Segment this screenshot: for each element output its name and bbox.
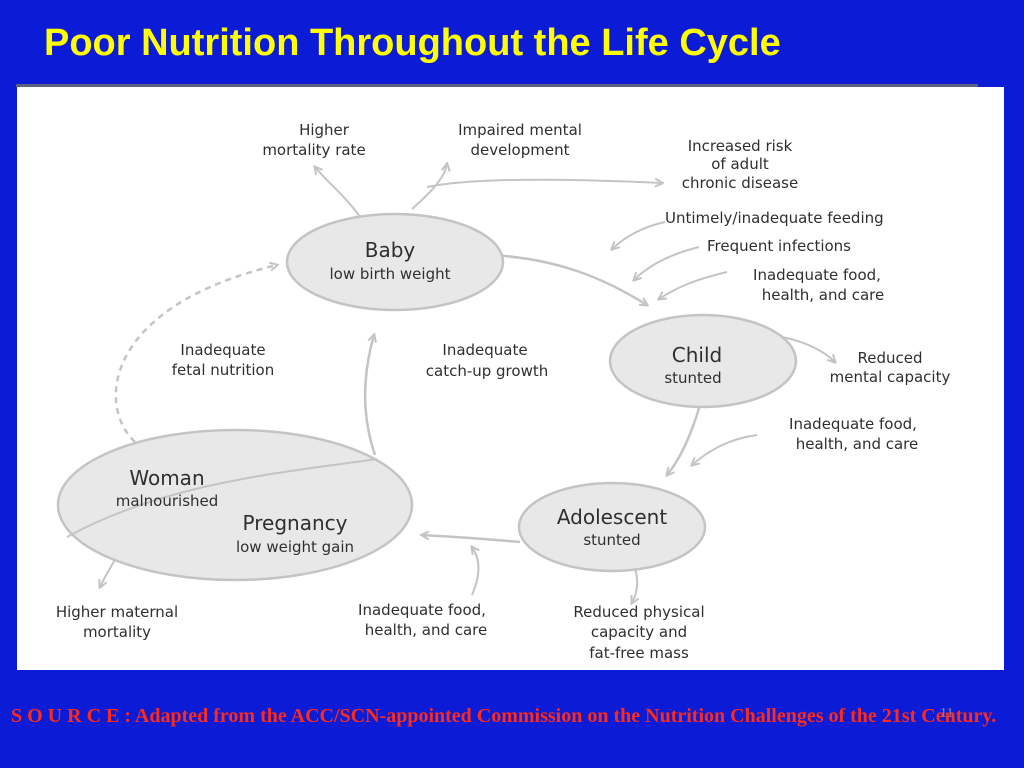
cycle-arrows: [114, 253, 702, 544]
outcome-higher-mortality: Higher mortality rate: [262, 121, 365, 159]
arrow-from-inadequate-care-pregnancy: [472, 547, 478, 596]
node-pregnancy-title: Pregnancy: [243, 511, 348, 535]
node-child-title: Child: [672, 343, 722, 367]
svg-text:Higher: Higher: [299, 121, 350, 139]
outcome-reduced-mental: Reduced mental capacity: [830, 349, 951, 386]
arrow-adolescent-to-pregnancy: [422, 535, 521, 544]
outcome-impaired-development: Impaired mental development: [458, 121, 582, 159]
svg-text:Higher maternal: Higher maternal: [56, 603, 178, 621]
svg-text:mental capacity: mental capacity: [830, 368, 951, 386]
woman-pregnancy-divider: [66, 458, 378, 538]
arrow-woman-to-baby: [363, 335, 375, 456]
node-child-subtitle: stunted: [664, 369, 721, 387]
arrow-fetal-nutrition: [114, 265, 277, 443]
arrow-to-reduced-mental: [781, 336, 835, 362]
factor-inadequate-care-child: Inadequate food, health, and care: [753, 266, 884, 304]
svg-text:development: development: [471, 141, 570, 159]
svg-text:Reduced physical: Reduced physical: [573, 603, 704, 621]
arrow-from-inadequate-care-adolescent: [692, 434, 758, 465]
svg-text:Impaired mental: Impaired mental: [458, 121, 582, 139]
svg-text:fat-free mass: fat-free mass: [589, 644, 689, 662]
node-baby-subtitle: low birth weight: [330, 265, 451, 283]
source-note: S O U R C E : Adapted from the ACC/SCN-a…: [11, 705, 997, 727]
svg-text:chronic disease: chronic disease: [682, 174, 798, 192]
factor-catch-up-growth: Inadequate catch-up growth: [426, 341, 548, 380]
node-baby-title: Baby: [365, 238, 416, 262]
arrow-child-to-adolescent: [667, 404, 702, 475]
arrow-to-chronic-disease: [426, 180, 662, 188]
svg-text:Inadequate: Inadequate: [442, 341, 527, 359]
svg-text:health, and care: health, and care: [762, 286, 885, 304]
node-woman-pregnancy: Woman malnourished Pregnancy low weight …: [56, 428, 414, 582]
svg-text:catch-up growth: catch-up growth: [426, 362, 548, 380]
svg-text:health, and care: health, and care: [796, 435, 919, 453]
arrow-to-reduced-physical: [632, 568, 637, 603]
outcome-reduced-physical: Reduced physical capacity and fat-free m…: [573, 603, 704, 662]
node-adolescent-title: Adolescent: [557, 505, 668, 529]
svg-text:health, and care: health, and care: [365, 621, 488, 639]
node-pregnancy-subtitle: low weight gain: [236, 538, 354, 556]
svg-text:Reduced: Reduced: [857, 349, 922, 367]
slide-number: 11: [940, 706, 954, 721]
outcome-maternal-mortality: Higher maternal mortality: [56, 603, 178, 641]
svg-text:capacity and: capacity and: [591, 623, 687, 641]
slide-title: Poor Nutrition Throughout the Life Cycle: [44, 22, 781, 64]
arrow-baby-to-child: [491, 253, 647, 305]
svg-text:mortality: mortality: [83, 623, 151, 641]
arrow-from-inadequate-care-child: [659, 271, 728, 299]
title-divider: [16, 84, 978, 87]
factor-inadequate-care-pregnancy: Inadequate food, health, and care: [358, 601, 487, 639]
svg-text:Increased risk: Increased risk: [688, 137, 793, 155]
node-adolescent: Adolescent stunted: [517, 481, 707, 573]
life-cycle-diagram: Baby low birth weight Child stunted Adol…: [56, 121, 951, 662]
arrow-to-higher-mortality: [315, 167, 363, 221]
node-woman-subtitle: malnourished: [116, 492, 219, 510]
node-child: Child stunted: [608, 313, 798, 409]
svg-text:Inadequate: Inadequate: [180, 341, 265, 359]
factor-untimely-feeding: Untimely/inadequate feeding: [665, 209, 884, 227]
factor-frequent-infections: Frequent infections: [707, 237, 851, 255]
arrow-to-impaired-development: [411, 164, 447, 210]
node-baby: Baby low birth weight: [285, 212, 505, 312]
node-adolescent-subtitle: stunted: [583, 531, 640, 549]
arrow-from-untimely-feeding: [612, 221, 666, 249]
factor-inadequate-care-adolescent: Inadequate food, health, and care: [789, 415, 918, 453]
arrow-from-frequent-infections: [634, 246, 700, 280]
svg-text:mortality rate: mortality rate: [262, 141, 365, 159]
outcome-chronic-disease: Increased risk of adult chronic disease: [682, 137, 798, 192]
diagram-panel: Baby low birth weight Child stunted Adol…: [17, 87, 1004, 670]
factor-fetal-nutrition: Inadequate fetal nutrition: [172, 341, 274, 379]
factor-arrows: [472, 221, 758, 596]
svg-text:Inadequate food,: Inadequate food,: [358, 601, 486, 619]
svg-text:Inadequate food,: Inadequate food,: [753, 266, 881, 284]
svg-text:of adult: of adult: [711, 155, 769, 173]
node-woman-title: Woman: [129, 466, 204, 490]
svg-text:fetal nutrition: fetal nutrition: [172, 361, 274, 379]
svg-text:Inadequate food,: Inadequate food,: [789, 415, 917, 433]
